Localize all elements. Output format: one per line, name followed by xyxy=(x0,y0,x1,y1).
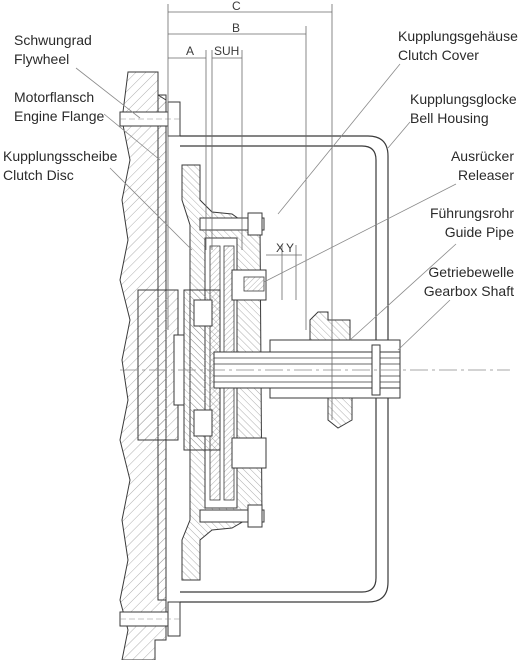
label-guide-pipe: Führungsrohr Guide Pipe xyxy=(430,204,514,242)
label-gearbox-shaft: Getriebewelle Gearbox Shaft xyxy=(424,263,514,301)
dim-b: B xyxy=(232,21,240,35)
label-clutch-cover-de: Kupplungsgehäuse xyxy=(398,28,518,44)
flywheel-section xyxy=(119,71,185,661)
label-releaser-de: Ausrücker xyxy=(450,148,514,164)
label-bell-housing-de: Kupplungsglocke xyxy=(410,91,517,107)
dim-a: A xyxy=(186,44,194,58)
label-releaser-en: Releaser xyxy=(457,167,514,183)
label-guide-pipe-de: Führungsrohr xyxy=(429,205,514,221)
label-clutch-disc: Kupplungsscheibe Clutch Disc xyxy=(3,147,117,185)
label-engine-flange: Motorflansch Engine Flange xyxy=(14,88,104,126)
dimension-lines xyxy=(167,4,333,420)
pressure-plate-bolt-top xyxy=(199,212,265,236)
dim-suh: SUH xyxy=(214,44,239,58)
dimension-labels: C B A SUH X Y xyxy=(186,0,294,255)
releaser xyxy=(231,269,267,469)
label-engine-flange-de: Motorflansch xyxy=(14,89,95,105)
label-gearbox-shaft-en: Gearbox Shaft xyxy=(423,283,514,299)
label-guide-pipe-en: Guide Pipe xyxy=(444,224,514,240)
dim-x: X xyxy=(276,241,284,255)
flange-bolt-top xyxy=(119,101,182,137)
dim-c: C xyxy=(232,0,241,13)
label-flywheel-de: Schwungrad xyxy=(14,32,92,48)
dim-y: Y xyxy=(286,241,294,255)
label-bell-housing-en: Bell Housing xyxy=(410,110,489,126)
label-bell-housing: Kupplungsglocke Bell Housing xyxy=(410,90,517,128)
pressure-plate-bolt-bottom xyxy=(199,504,265,528)
label-flywheel: Schwungrad Flywheel xyxy=(14,31,92,69)
flange-bolt-bottom xyxy=(119,601,182,637)
label-clutch-cover: Kupplungsgehäuse Clutch Cover xyxy=(398,27,518,65)
label-flywheel-en: Flywheel xyxy=(14,51,70,67)
label-gearbox-shaft-de: Getriebewelle xyxy=(428,264,514,280)
label-releaser: Ausrücker Releaser xyxy=(451,147,514,185)
label-clutch-cover-en: Clutch Cover xyxy=(398,47,479,63)
label-engine-flange-en: Engine Flange xyxy=(14,108,105,124)
label-clutch-disc-en: Clutch Disc xyxy=(3,167,74,183)
leader-lines xyxy=(75,63,457,351)
label-clutch-disc-de: Kupplungsscheibe xyxy=(3,148,118,164)
